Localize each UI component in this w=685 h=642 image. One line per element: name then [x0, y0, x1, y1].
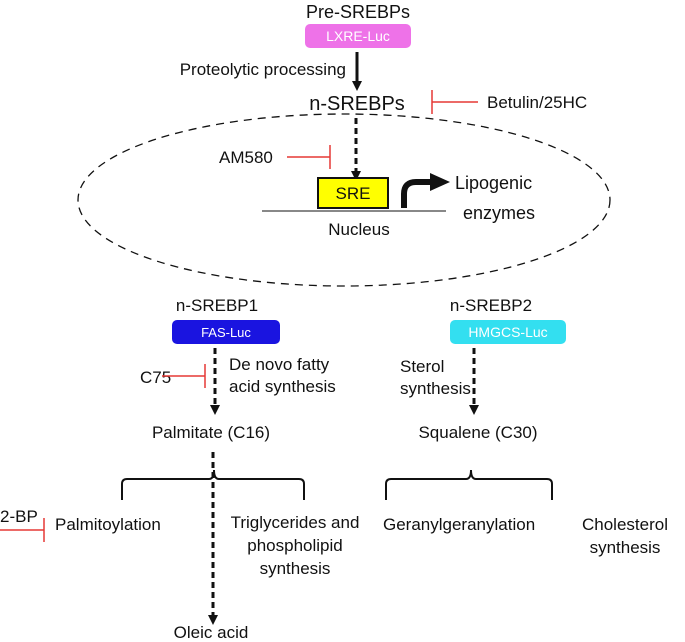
fas-luc-label: FAS-Luc [201, 325, 251, 340]
am580-label: AM580 [219, 148, 273, 167]
palmitate-brace [121, 469, 305, 500]
geranylgeranylation-label: Geranylgeranylation [383, 515, 535, 534]
c75-label: C75 [140, 368, 171, 387]
palmitate-label: Palmitate (C16) [152, 423, 270, 442]
enzymes-label: enzymes [463, 203, 535, 223]
lxre-luc-box [305, 24, 411, 48]
palmitoylation-label: Palmitoylation [55, 515, 161, 534]
sterol-line1: Sterol [400, 357, 444, 376]
proteolytic-processing-label: Proteolytic processing [180, 60, 346, 79]
sterol-line2: synthesis [400, 379, 471, 398]
hmgcs-luc-label: HMGCS-Luc [468, 324, 547, 340]
triglycerides-line1: Triglycerides and [231, 513, 360, 532]
fas-luc-box [172, 320, 280, 344]
n-srebp2-label: n-SREBP2 [450, 296, 532, 315]
pre-srebps-label: Pre-SREBPs [306, 2, 410, 22]
betulin-25hc-label: Betulin/25HC [487, 93, 587, 112]
lxre-luc-label: LXRE-Luc [326, 28, 390, 44]
cholesterol-line2: synthesis [590, 538, 661, 557]
nucleus-label: Nucleus [328, 220, 389, 239]
n-srebps-label: n-SREBPs [309, 93, 405, 115]
cholesterol-line1: Cholesterol [582, 515, 668, 534]
sre-label: SRE [336, 184, 371, 203]
n-srebp1-label: n-SREBP1 [176, 296, 258, 315]
sre-box [317, 177, 389, 209]
2-bp-label: 2-BP [0, 507, 38, 526]
lipogenic-label: Lipogenic [455, 173, 532, 193]
squalene-brace [385, 469, 553, 500]
hmgcs-luc-box [450, 320, 566, 344]
triglycerides-line2: phospholipid [247, 536, 342, 555]
nucleus-ellipse [77, 113, 611, 287]
squalene-label: Squalene (C30) [418, 423, 537, 442]
transcription-arrow [401, 179, 434, 208]
de-novo-line1: De novo fatty [229, 355, 330, 374]
triglycerides-line3: synthesis [260, 559, 331, 578]
de-novo-line2: acid synthesis [229, 377, 336, 396]
oleic-acid-label: Oleic acid [174, 623, 249, 642]
transcription-arrowhead [430, 173, 450, 191]
